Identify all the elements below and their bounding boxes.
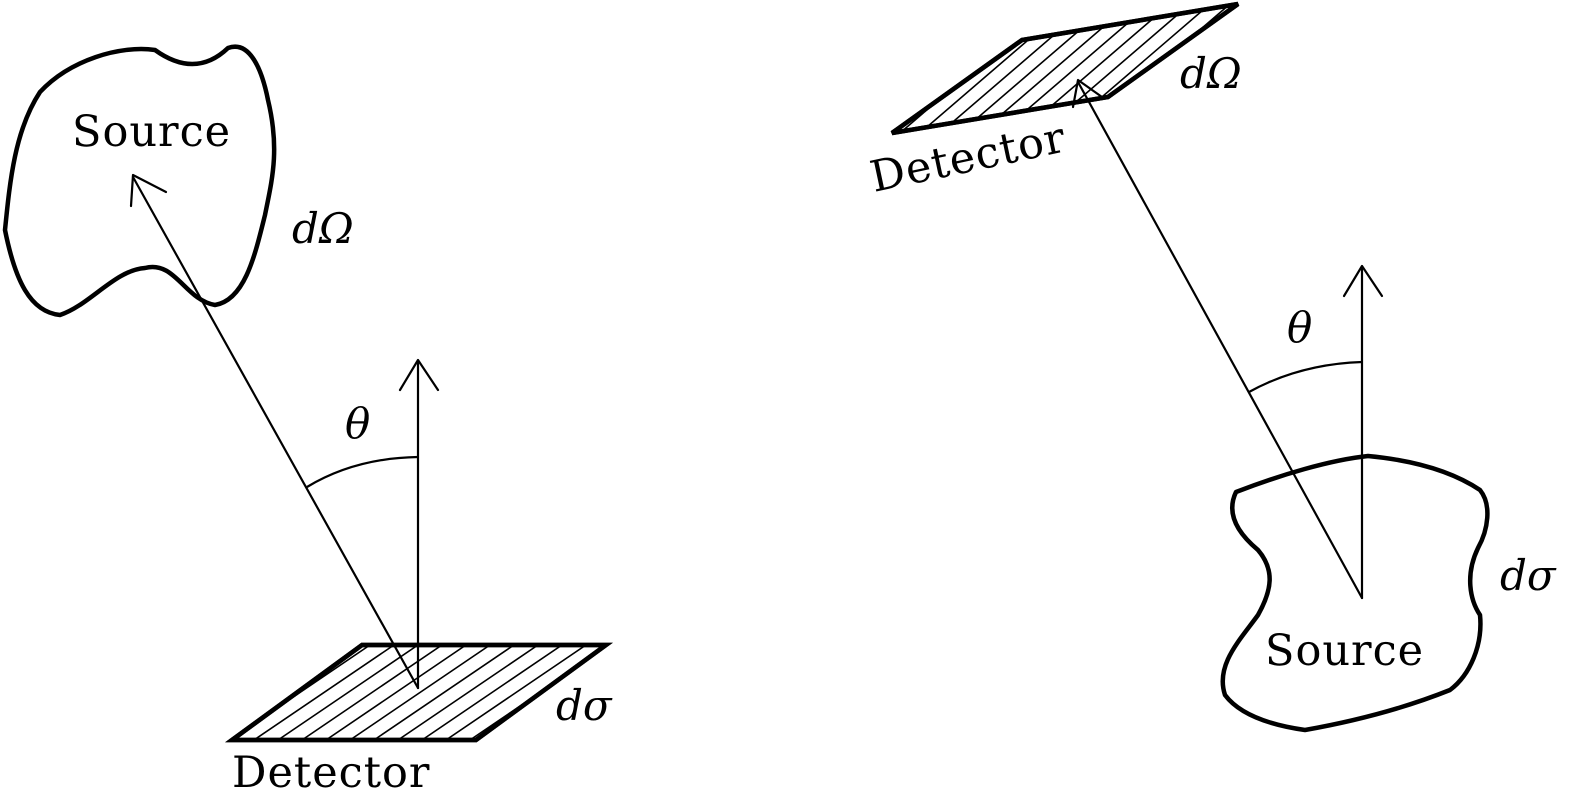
right-source-blob <box>1220 453 1490 733</box>
left-area-label: dσ <box>556 681 613 730</box>
right-angle-arc <box>1248 360 1363 393</box>
right-area-label: dσ <box>1500 551 1557 600</box>
left-detector-plate <box>225 642 754 743</box>
hatch-line <box>614 645 754 740</box>
hatch-line <box>325 645 467 740</box>
left-ray-arrowhead <box>129 173 168 208</box>
right-panel: dΩ Detector θ dσ Source <box>866 1 1557 733</box>
right-angle-label: θ <box>1287 303 1312 352</box>
hatch-line <box>277 645 419 740</box>
hatch-line <box>421 645 563 740</box>
left-normal-arrowhead <box>398 358 440 392</box>
right-source-label: Source <box>1265 626 1424 676</box>
hatch-line <box>349 645 491 740</box>
left-direction-ray <box>131 175 420 690</box>
right-detector-label: Detector <box>866 113 1071 203</box>
hatch-line <box>1219 4 1238 133</box>
right-normal-arrowhead <box>1342 264 1384 298</box>
left-solid-angle-label: dΩ <box>292 204 354 253</box>
left-detector-label: Detector <box>232 748 430 792</box>
left-angle-label: θ <box>345 399 370 448</box>
hatch-line <box>445 645 587 740</box>
hatch-line <box>253 645 395 740</box>
right-solid-angle-label: dΩ <box>1180 49 1242 98</box>
left-source-blob <box>2 44 277 318</box>
left-panel: Source dΩ θ dσ Detector <box>2 44 754 792</box>
hatch-line <box>373 645 515 740</box>
hatch-line <box>397 645 539 740</box>
right-detector-plate <box>890 1 1240 136</box>
right-ray-arrowhead <box>1071 78 1104 109</box>
right-direction-ray <box>1076 80 1364 600</box>
left-source-label: Source <box>72 107 231 157</box>
left-angle-arc <box>306 455 419 488</box>
